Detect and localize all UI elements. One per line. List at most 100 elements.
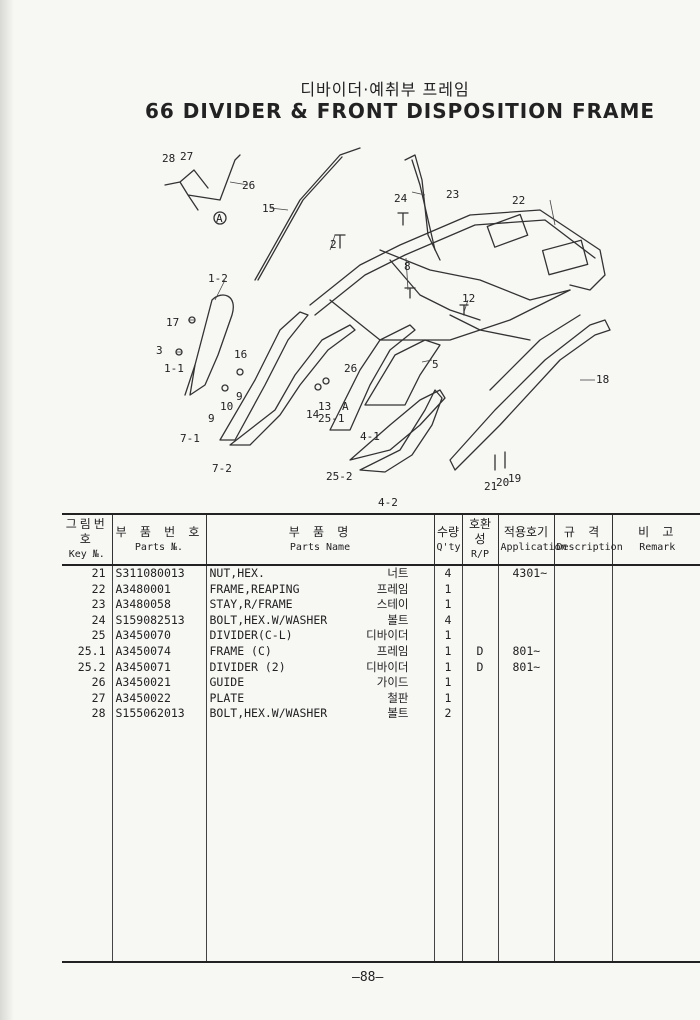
callout-28: 28	[162, 152, 175, 165]
row-application: 801~	[497, 659, 554, 676]
row-part-name-en: FRAME,REAPING	[209, 581, 300, 596]
row-part-name: 볼트 BOLT,HEX.W/WASHER	[205, 706, 434, 722]
callout-25-2: 25-2	[326, 470, 353, 483]
row-part-name: 디바이더 DIVIDER (2)	[205, 659, 434, 676]
row-application	[497, 597, 554, 613]
row-part-number: A3480058	[111, 597, 206, 613]
row-rp	[461, 597, 498, 613]
blank-cell	[553, 954, 612, 963]
rod-part	[254, 147, 361, 281]
blank-cell	[111, 954, 206, 963]
callout-14: 14	[306, 408, 320, 421]
row-key: 24	[91, 612, 106, 627]
row-key: 26	[91, 675, 106, 690]
callout-9a: 9	[236, 390, 243, 403]
callout-9b: 9	[208, 412, 215, 425]
row-remark	[611, 612, 700, 629]
row-part-name: 가이드 GUIDE	[205, 675, 434, 691]
row-rp	[461, 565, 498, 582]
row-part-name-ko: 프레임	[376, 581, 409, 596]
row-qty: 1	[433, 659, 462, 676]
callout-27: 27	[180, 150, 193, 163]
blank-cell	[205, 954, 434, 963]
row-remark	[611, 659, 700, 676]
row-description	[553, 706, 612, 722]
callout-10: 10	[220, 400, 233, 413]
row-part-name-ko: 프레임	[376, 643, 409, 658]
divider-left-part	[189, 294, 234, 396]
row-remark	[611, 690, 700, 707]
callout-15: 15	[262, 202, 275, 215]
row-description	[553, 643, 612, 660]
blank-cell	[62, 954, 112, 963]
exploded-parts-diagram: 28 27 26 A 15 24 23 22 2 8 12 1-2 17 16 …	[156, 147, 611, 509]
callout-7-1: 7-1	[180, 432, 200, 445]
row-rp	[461, 690, 498, 707]
row-application	[497, 706, 554, 722]
row-part-name: 철판 PLATE	[205, 690, 434, 707]
row-part-name-ko: 철판	[387, 690, 409, 705]
callout-20: 20	[496, 476, 509, 489]
row-remark	[611, 675, 700, 691]
callout-17: 17	[166, 316, 179, 329]
callout-a1: A	[216, 212, 223, 225]
row-description	[553, 675, 612, 691]
row-part-name-ko: 스테이	[376, 597, 409, 612]
row-remark	[611, 643, 700, 660]
row-application: 801~	[497, 643, 554, 660]
arm-part	[449, 319, 611, 471]
main-frame-part	[309, 209, 606, 306]
row-description	[553, 628, 612, 644]
row-application	[497, 581, 554, 598]
row-part-name-en: DIVIDER(C-L)	[209, 628, 293, 643]
callout-25-1: 25-1	[318, 412, 345, 425]
blank-cell	[553, 721, 612, 955]
section-number: 66	[144, 99, 175, 123]
row-key: 25	[91, 628, 106, 643]
row-part-name-ko: 볼트	[387, 706, 409, 721]
row-part-number: S311080013	[111, 565, 206, 582]
row-application	[497, 628, 554, 644]
row-description	[553, 581, 612, 598]
callout-24: 24	[394, 192, 408, 205]
callout-26a: 26	[242, 179, 255, 192]
row-part-name-ko: 디바이더	[366, 659, 409, 674]
callout-13: 13	[318, 400, 331, 413]
blank-cell	[611, 721, 700, 955]
row-part-number: A3450022	[111, 690, 206, 707]
row-description	[553, 690, 612, 707]
row-qty: 1	[433, 581, 462, 598]
blank-cell	[62, 722, 112, 955]
row-part-name-en: BOLT,HEX.W/WASHER	[209, 706, 328, 721]
row-qty: 4	[433, 565, 462, 582]
row-key: 25.1	[77, 643, 106, 658]
row-part-name-en: GUIDE	[209, 675, 245, 690]
row-part-name-ko: 가이드	[376, 675, 409, 690]
row-remark	[611, 628, 700, 644]
row-remark	[611, 565, 700, 582]
table-blank-area	[62, 721, 700, 955]
row-remark	[611, 706, 700, 722]
row-part-name-en: PLATE	[209, 690, 245, 705]
blank-cell	[611, 954, 700, 963]
callout-4-1: 4-1	[360, 430, 380, 443]
blank-cell	[205, 721, 434, 955]
callout-3: 3	[156, 344, 163, 357]
row-part-name-en: DIVIDER (2)	[209, 659, 286, 674]
row-qty: 4	[433, 612, 462, 629]
row-part-number: A3450071	[111, 659, 206, 676]
scan-edge-shadow	[0, 0, 14, 1020]
